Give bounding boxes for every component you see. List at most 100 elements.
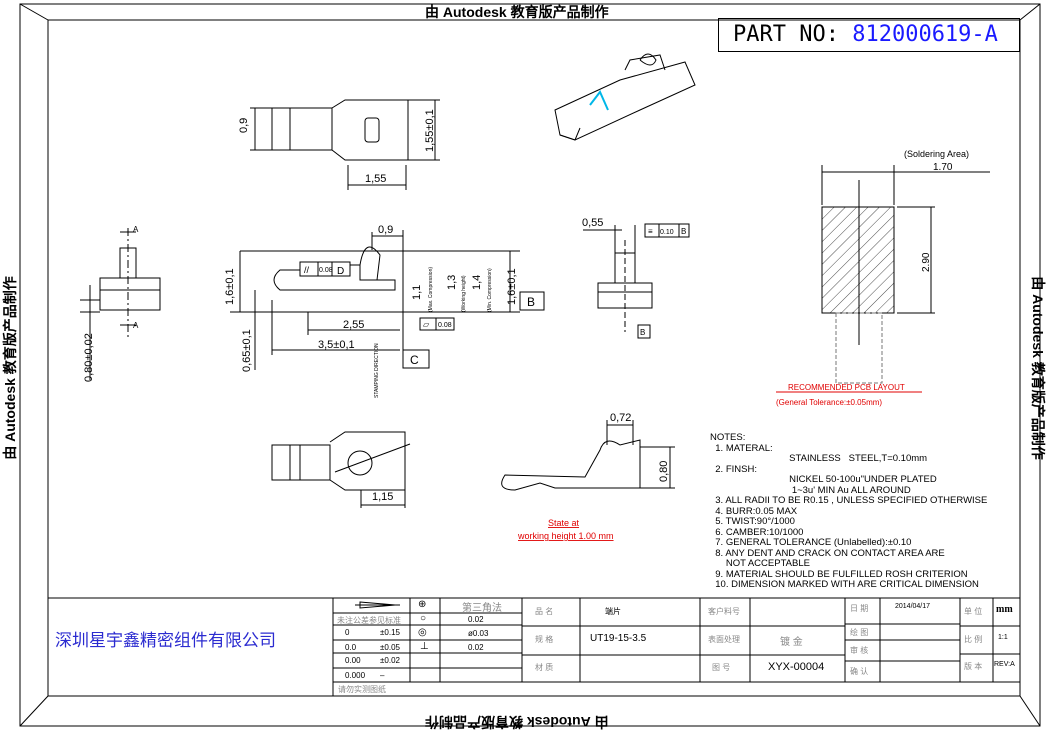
unit-label: 单 位 (964, 607, 983, 616)
tol-value: – (380, 671, 385, 680)
scale-value: 1:1 (998, 634, 1008, 641)
top-view: 0,9 1,55 1,55±0,1 (238, 99, 440, 190)
tol-digits: 0.0 (345, 643, 357, 652)
pcb-layout: (Soldering Area) 1.70 2.90 RECOMMENDED P… (776, 149, 990, 407)
section-a-bottom: A (133, 321, 139, 330)
product-name-label: 品 名 (535, 607, 554, 616)
gdt-value: 0.02 (468, 643, 484, 652)
flatness-tol: 0.08 (438, 322, 452, 329)
dim-side-2-55: 2,55 (343, 319, 364, 331)
dim-side-1-1-note: (Max. Compression) (428, 267, 434, 312)
notes-title: NOTES: (710, 432, 746, 443)
footer-note: 请勿实测图纸 (338, 685, 386, 694)
drawn-label: 绘 图 (850, 628, 869, 637)
note-line: STAINLESS STEEL,T=0.10mm (710, 453, 928, 464)
dim-working-width: 0,72 (610, 412, 631, 424)
material-label: 材 质 (535, 663, 554, 672)
note-line: 9. MATERIAL SHOULD BE FULFILLED ROSH CRI… (710, 568, 968, 580)
note-line: 10. DIMENSION MARKED WITH ARE CRITICAL D… (710, 579, 979, 590)
front-view: 0,55 ≡ 0.10 B B (582, 217, 690, 339)
dim-front-width: 0,55 (582, 217, 603, 229)
watermark-top: 由 Autodesk 教育版产品制作 (425, 4, 609, 20)
dim-side-1-4-note: (Min. Compression) (487, 268, 493, 312)
spec-value: UT19-15-3.5 (590, 633, 647, 644)
gdt-position-icon: ⊕ (418, 599, 427, 610)
surface-value: 镀 金 (780, 637, 803, 648)
pcb-tolerance: (General Tolerance:±0.05mm) (776, 398, 882, 407)
part-number-box: PART NO: 812000619-A (718, 18, 1020, 52)
check-label: 审 核 (850, 646, 869, 655)
symmetry-datum: B (681, 227, 686, 236)
tol-value: ±0.05 (380, 643, 400, 652)
gdt-value: ø0.03 (468, 629, 489, 638)
pcb-title: RECOMMENDED PCB LAYOUT (788, 383, 905, 392)
dim-side-top: 0,9 (378, 224, 393, 236)
side-view: 1,6±0,1 0,65±0,1 0,9 2,55 3,5±0,1 1,1 (M… (224, 224, 545, 398)
note-line: 3. ALL RADII TO BE R0.15 , UNLESS SPECIF… (710, 495, 988, 506)
tolerance-note: 未注公差参见标准 (337, 616, 401, 625)
spec-label: 规 格 (535, 635, 554, 644)
date-value: 2014/04/17 (895, 603, 931, 610)
dim-side-left-height: 1,6±0,1 (224, 268, 236, 305)
outer-frame (19, 3, 1041, 727)
dim-top-right: 1,55±0,1 (424, 109, 436, 152)
parallel-tol: 0.08 (319, 267, 333, 274)
tol-digits: 0 (345, 628, 350, 637)
isometric-view (554, 53, 696, 141)
part-no-value: 812000619-A (852, 22, 998, 47)
note-line: 8. ANY DENT AND CRACK ON CONTACT AREA AR… (710, 547, 945, 559)
parallel-datum: D (337, 266, 344, 277)
dim-working-height: 0,80 (658, 461, 670, 482)
bottom-view: 1,15 (271, 431, 411, 508)
note-line: 1~3u' MIN Au ALL AROUND (710, 484, 911, 496)
parallel-symbol: // (304, 265, 310, 275)
note-line: 7. GENERAL TOLERANCE (Unlabelled):±0.10 (710, 537, 912, 548)
note-line: NICKEL 50-100u"UNDER PLATED (710, 474, 937, 485)
dim-side-1-3: 1,3 (446, 275, 458, 290)
pcb-dim-width: 1.70 (933, 162, 953, 173)
dim-side-3-5: 3,5±0,1 (318, 339, 355, 351)
confirm-label: 确 认 (850, 667, 869, 676)
front-datum-b: B (640, 328, 645, 337)
dim-top-height: 0,9 (238, 118, 250, 133)
dim-side-1-3-note: (Working height) (461, 275, 467, 312)
tol-value: ±0.02 (380, 656, 400, 665)
version-label: 版 本 (964, 662, 983, 671)
gdt-value: 0.02 (468, 615, 484, 624)
gdt-symbol: ◎ (418, 627, 427, 638)
title-block-grid (48, 597, 1020, 696)
pcb-dim-height: 2.90 (921, 252, 932, 272)
working-caption-1: State at (548, 518, 580, 528)
dim-top-width: 1,55 (365, 173, 386, 185)
unit-value: mm (996, 604, 1013, 615)
datum-b: B (527, 295, 535, 309)
working-caption-2: working height 1.00 mm (517, 531, 614, 541)
symmetry-symbol: ≡ (648, 227, 653, 236)
dim-side-1-1: 1,1 (411, 285, 423, 300)
projection-label: 第三角法 (462, 603, 502, 614)
soldering-area: (Soldering Area) (904, 149, 969, 159)
end-view: A A 0,80±0,02 (80, 225, 161, 382)
gdt-symbol: ○ (420, 613, 427, 624)
tol-digits: 0.00 (345, 656, 361, 665)
scale-label: 比 例 (964, 635, 983, 644)
tol-value: ±0.15 (380, 628, 400, 637)
dim-side-1-4: 1,4 (471, 275, 483, 290)
gdt-symbol: ⊥ (420, 641, 429, 652)
drawing-no-label: 图 号 (712, 663, 731, 672)
note-line: NOT ACCEPTABLE (710, 558, 810, 569)
working-view: 0,72 0,80 State at working height 1.00 m… (501, 412, 675, 541)
dim-end-height: 0,80±0,02 (83, 333, 95, 382)
product-name: 端片 (605, 607, 621, 616)
stamping-direction: STAMPING DIRECTION (374, 343, 380, 398)
note-line: 1. MATERAL: (710, 442, 773, 454)
dim-side-right-height: 1,6±0,1 (506, 268, 518, 305)
drawing-no: XYX-00004 (768, 661, 825, 673)
dim-side-base: 0,65±0,1 (241, 329, 253, 372)
note-line: 2. FINSH: (710, 463, 757, 475)
surface-label: 表面处理 (708, 635, 740, 644)
customer-no-label: 客户料号 (708, 607, 740, 616)
part-no-label: PART NO: (733, 22, 839, 47)
note-line: 6. CAMBER:10/1000 (710, 526, 804, 538)
